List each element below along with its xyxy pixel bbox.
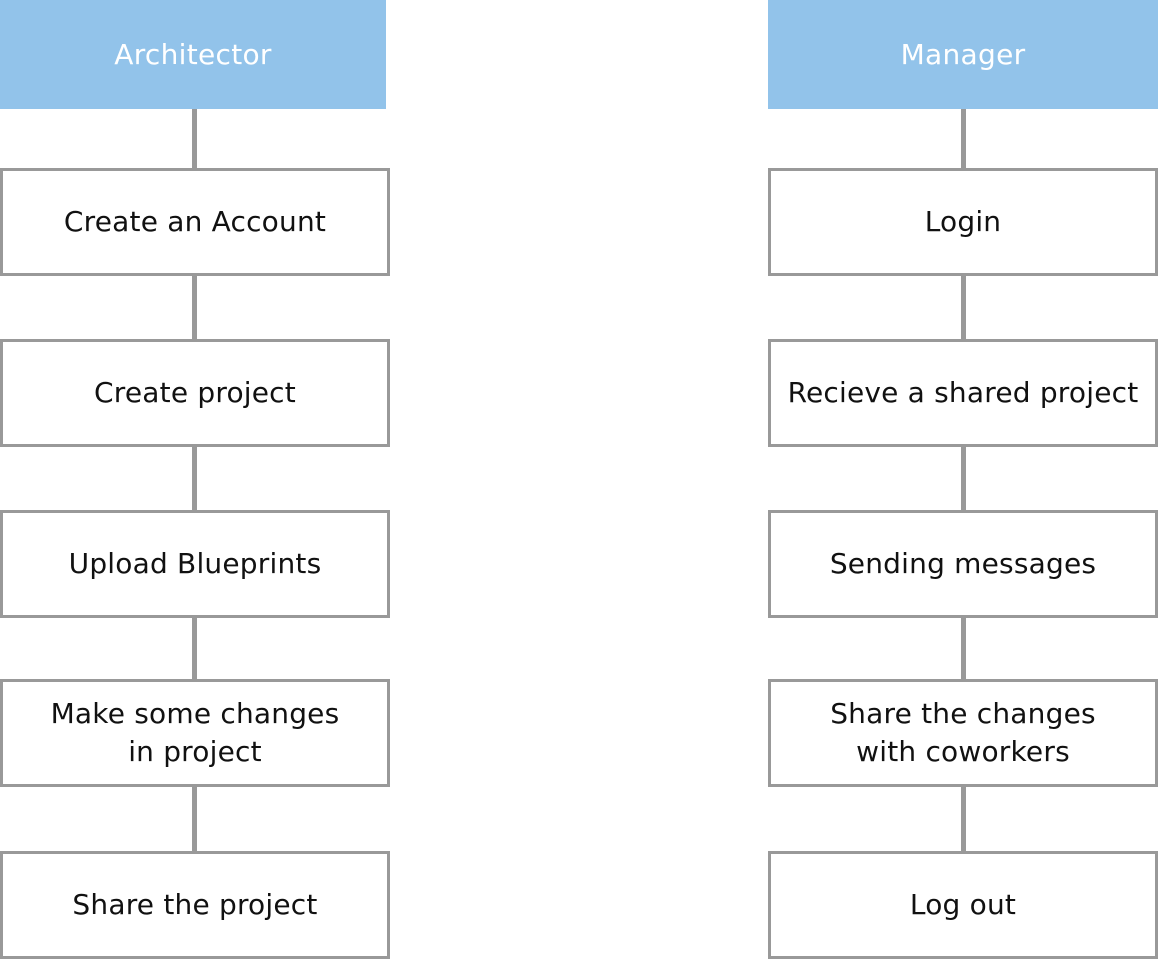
- step-login: Login: [768, 168, 1158, 276]
- connector: [192, 109, 197, 169]
- manager-header: Manager: [768, 0, 1158, 109]
- connector: [961, 447, 966, 511]
- step-share-changes: Share the changes with coworkers: [768, 679, 1158, 787]
- step-upload-blueprints: Upload Blueprints: [0, 510, 390, 618]
- connector: [192, 447, 197, 511]
- step-share-project: Share the project: [0, 851, 390, 959]
- step-log-out: Log out: [768, 851, 1158, 959]
- connector: [961, 787, 966, 852]
- manager-lane: Manager Login Recieve a shared project S…: [768, 0, 1158, 960]
- step-make-changes: Make some changes in project: [0, 679, 390, 787]
- connector: [192, 276, 197, 340]
- architector-lane: Architector Create an Account Create pro…: [0, 0, 390, 960]
- connector: [961, 276, 966, 340]
- connector: [192, 787, 197, 852]
- step-receive-shared-project: Recieve a shared project: [768, 339, 1158, 447]
- architector-header: Architector: [0, 0, 386, 109]
- connector: [961, 618, 966, 680]
- step-create-account: Create an Account: [0, 168, 390, 276]
- architector-title: Architector: [114, 38, 272, 71]
- step-create-project: Create project: [0, 339, 390, 447]
- manager-title: Manager: [900, 38, 1026, 71]
- connector: [192, 618, 197, 680]
- step-sending-messages: Sending messages: [768, 510, 1158, 618]
- connector: [961, 109, 966, 169]
